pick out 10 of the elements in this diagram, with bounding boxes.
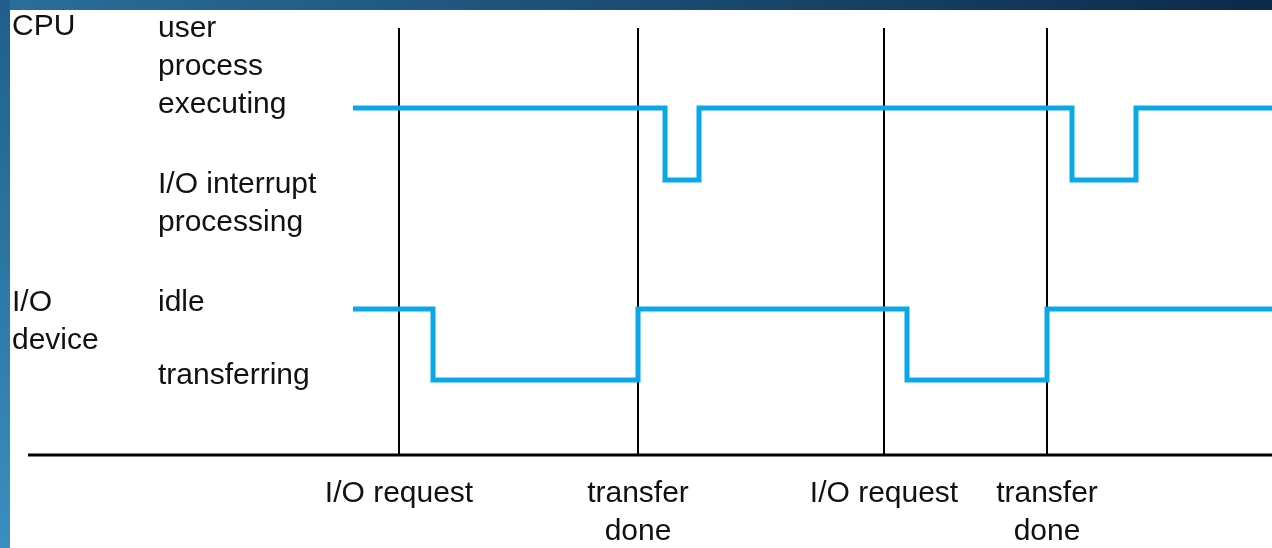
row-label: I/O device — [12, 283, 100, 357]
event-label: transfer done — [586, 474, 690, 548]
state-label: idle — [158, 283, 205, 319]
event-label: I/O request — [809, 474, 959, 510]
event-label: I/O request — [324, 474, 474, 510]
event-label: transfer done — [995, 474, 1099, 548]
state-label: transferring — [158, 356, 310, 392]
state-label: user process executing — [158, 9, 288, 121]
state-label: I/O interrupt processing — [158, 165, 318, 239]
row-label: CPU — [12, 7, 76, 43]
